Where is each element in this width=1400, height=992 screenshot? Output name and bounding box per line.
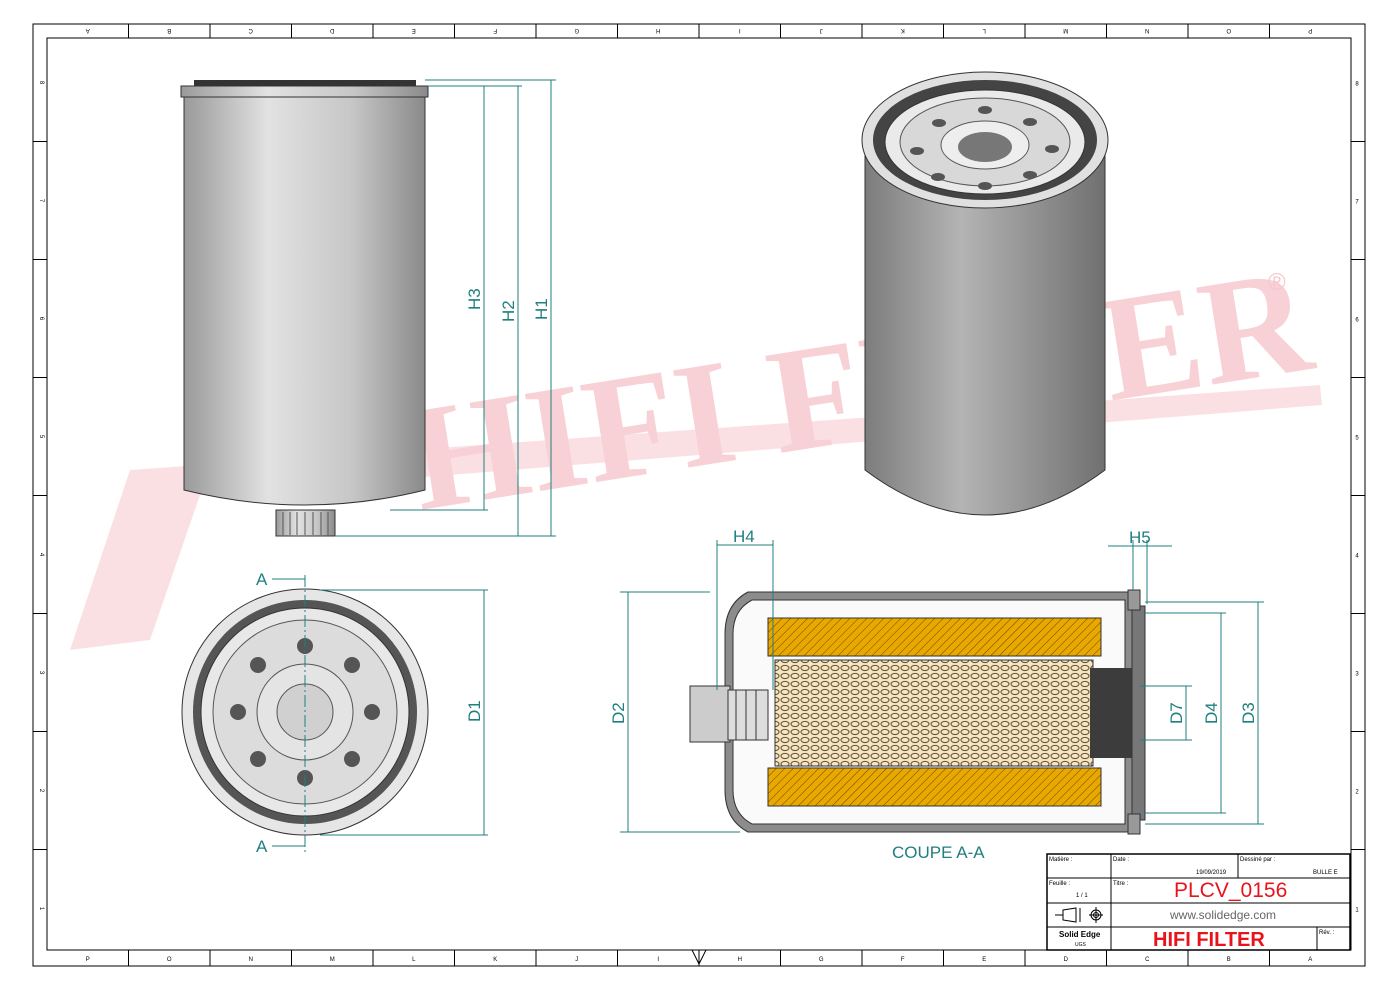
zone-row-label: 5 [38, 435, 44, 439]
dimension-section: D2 H4 H5 D7 D4 D3 [609, 527, 1264, 833]
zone-column-label: M [1063, 27, 1068, 33]
section-marker-top: A [256, 570, 268, 589]
title-block-title-label: Titre : [1113, 881, 1128, 887]
zone-column-label: H [738, 957, 742, 963]
border-zone-labels: P A O B N C M D L E K F J G I H H I G J F K E L D M C N B O A P 8 8 7 7 6 6 5 5… [33, 24, 1365, 966]
d4-label: D4 [1202, 702, 1221, 724]
zone-row-label: 3 [38, 671, 44, 675]
section-marker-bottom: A [256, 837, 268, 856]
zone-row-label: 4 [1355, 554, 1359, 560]
zone-column-label: K [493, 957, 497, 963]
zone-row-label: 6 [1355, 318, 1359, 324]
d7-label: D7 [1167, 702, 1186, 724]
zone-row-label: 4 [38, 553, 44, 557]
website: www.solidedge.com [1169, 908, 1276, 922]
zone-column-label: F [493, 27, 497, 33]
zone-column-label: J [575, 957, 578, 963]
zone-row-label: 7 [38, 199, 44, 203]
title-block-software-sub: UGS [1075, 942, 1087, 948]
title-block-date-label: Date : [1113, 857, 1129, 863]
zone-row-label: 1 [1355, 908, 1359, 914]
projection-symbol-icon [1055, 907, 1103, 923]
h3-label: H3 [465, 288, 484, 310]
zone-column-label: K [901, 27, 905, 33]
sheet-value: 1 / 1 [1076, 893, 1088, 899]
zone-column-label: C [248, 27, 253, 33]
top-view: A A D1 [181, 570, 488, 856]
zone-column-label: O [1226, 27, 1231, 33]
zone-column-label: E [412, 27, 416, 33]
d2-label: D2 [609, 702, 628, 724]
title-block: Matière : Date : 19/09/2019 Dessiné par … [1046, 853, 1351, 951]
h2-label: H2 [499, 300, 518, 322]
zone-column-label: D [1064, 957, 1069, 963]
watermark-registered: ® [1268, 269, 1286, 296]
zone-row-label: 2 [38, 789, 44, 793]
zone-column-label: I [739, 27, 741, 33]
zone-column-label: H [656, 27, 660, 33]
zone-column-label: B [1227, 957, 1231, 963]
software-logo: Solid Edge [1059, 930, 1101, 939]
section-view: COUPE A-A [689, 589, 1146, 862]
section-title: COUPE A-A [892, 843, 985, 862]
zone-row-label: 1 [38, 907, 44, 911]
zone-column-label: J [820, 27, 823, 33]
zone-column-label: D [329, 27, 334, 33]
h5-label: H5 [1129, 528, 1151, 547]
h1-label: H1 [532, 298, 551, 320]
isometric-view [861, 71, 1109, 516]
zone-column-label: M [330, 957, 335, 963]
title-block-material-label: Matière : [1049, 857, 1073, 863]
zone-column-label: N [1145, 27, 1149, 33]
zone-column-label: L [412, 957, 416, 963]
zone-column-label: P [1308, 27, 1312, 33]
date-value: 19/09/2019 [1196, 870, 1227, 876]
front-view [180, 80, 429, 537]
d3-label: D3 [1239, 702, 1258, 724]
watermark-text: HIFI FILTER [399, 236, 1323, 542]
zone-column-label: B [167, 27, 171, 33]
drawn-by-value: BULLE E [1313, 870, 1338, 876]
zone-column-label: O [167, 957, 172, 963]
zone-column-label: N [249, 957, 253, 963]
zone-column-label: G [574, 27, 579, 33]
title-block-drawn-by-label: Dessiné par : [1240, 857, 1276, 863]
h4-label: H4 [733, 527, 755, 546]
zone-column-label: E [982, 957, 986, 963]
zone-column-label: I [657, 957, 659, 963]
centering-mark [691, 949, 707, 966]
company-name: HIFI FILTER [1153, 929, 1265, 951]
zone-column-label: F [901, 957, 905, 963]
zone-row-label: 5 [1355, 436, 1359, 442]
zone-row-label: 6 [38, 317, 44, 321]
dimension-h-front: H3 H2 H1 [335, 79, 556, 537]
title-block-sheet-label: Feuille : [1049, 881, 1070, 887]
drawing-title: PLCV_0156 [1174, 879, 1287, 902]
zone-column-label: P [86, 957, 90, 963]
zone-row-label: 7 [1355, 200, 1359, 206]
zone-column-label: G [819, 957, 824, 963]
zone-row-label: 3 [1355, 672, 1359, 678]
d1-label: D1 [465, 700, 484, 722]
zone-row-label: 8 [38, 81, 44, 85]
zone-column-label: A [1308, 957, 1312, 963]
zone-column-label: L [982, 27, 986, 33]
zone-column-label: C [1145, 957, 1150, 963]
title-block-rev-label: Rév. : [1319, 930, 1335, 936]
zone-column-label: A [86, 27, 90, 33]
zone-row-label: 8 [1355, 82, 1359, 88]
zone-row-label: 2 [1355, 790, 1359, 796]
